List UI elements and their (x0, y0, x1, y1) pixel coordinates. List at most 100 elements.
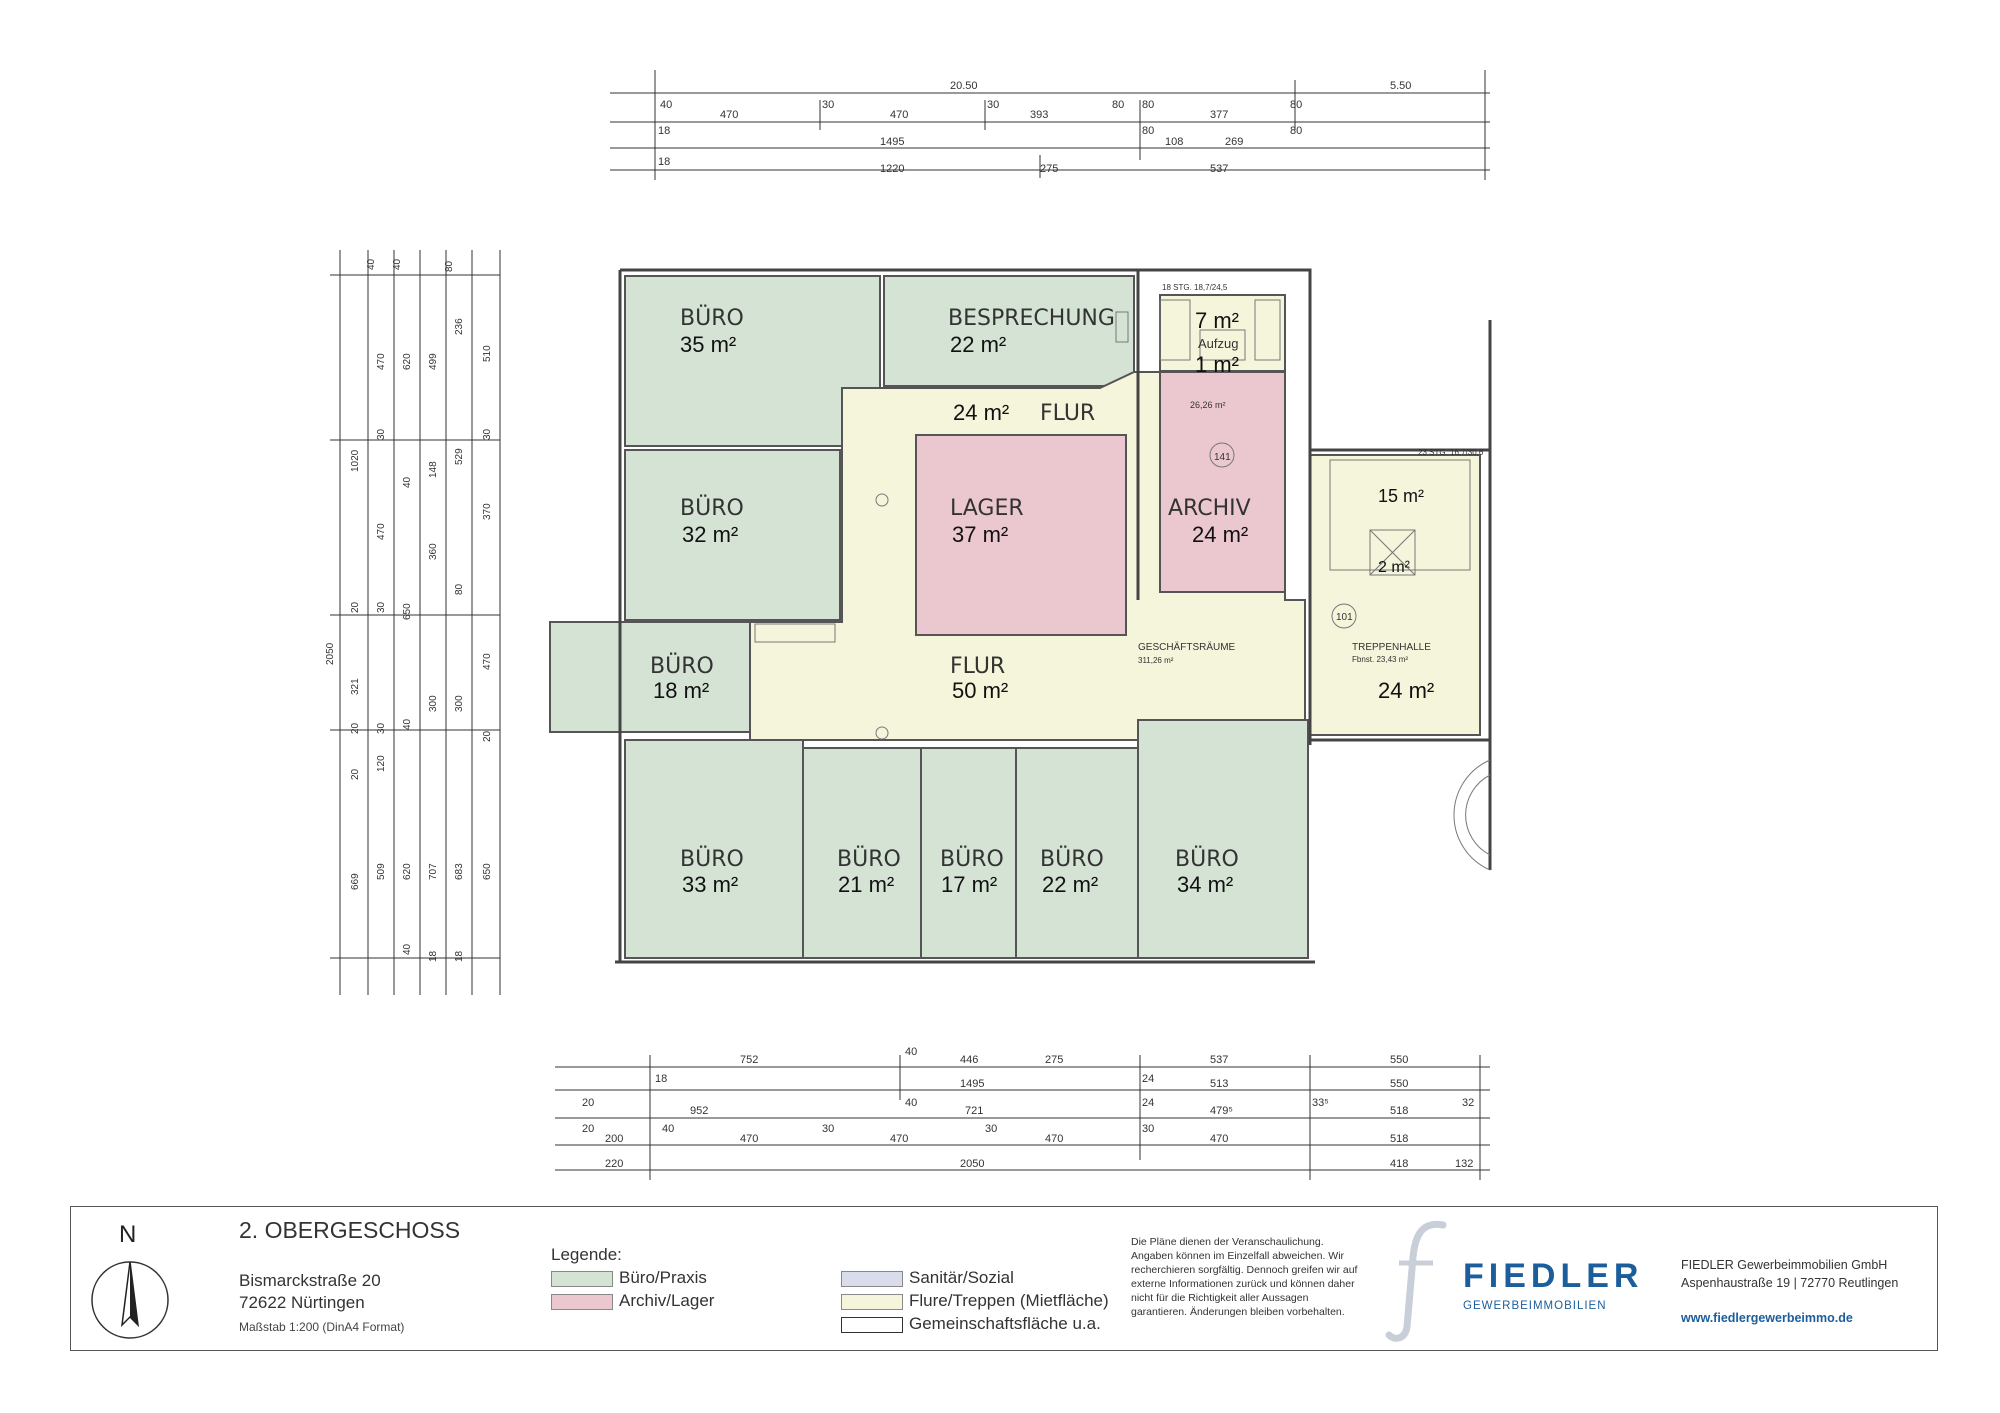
legend-swatch-sanitaer (841, 1271, 903, 1287)
company-name: FIEDLER Gewerbeimmobilien GmbH (1681, 1258, 1888, 1272)
address-line1: Bismarckstraße 20 (239, 1271, 381, 1290)
room-fills (549, 275, 1481, 959)
svg-text:80: 80 (1290, 99, 1302, 111)
svg-text:18: 18 (428, 950, 439, 962)
room-archiv (1159, 371, 1286, 593)
svg-text:2050: 2050 (960, 1158, 984, 1170)
legend-label: Sanitär/Sozial (909, 1268, 1014, 1287)
room-labels: BÜRO 35 m² BESPRECHUNG 22 m² BÜRO 32 m² … (650, 305, 1251, 897)
room-label: BÜRO (680, 495, 744, 521)
room-label: BÜRO (680, 305, 744, 331)
svg-text:275: 275 (1045, 1054, 1063, 1066)
svg-text:620: 620 (402, 353, 413, 370)
svg-text:30: 30 (987, 99, 999, 111)
stair-labels: 7 m² Aufzug 1 m² 15 m² 2 m² 24 m² 18 STG… (1138, 283, 1484, 703)
svg-text:5.50: 5.50 (1390, 80, 1411, 92)
room-area: 37 m² (952, 522, 1008, 547)
svg-text:30: 30 (376, 722, 387, 734)
svg-text:470: 470 (890, 109, 908, 121)
room-treppenhalle (1309, 454, 1481, 736)
room-buero-s1 (624, 739, 804, 959)
north-arrow-icon (91, 1261, 169, 1339)
svg-text:80: 80 (1290, 125, 1302, 137)
svg-text:1220: 1220 (880, 163, 904, 175)
company-url[interactable]: www.fiedlergewerbeimmo.de (1681, 1311, 1853, 1325)
svg-text:80: 80 (454, 583, 465, 595)
svg-text:80: 80 (1142, 99, 1154, 111)
room-area: 33 m² (682, 872, 738, 897)
svg-text:20.50: 20.50 (950, 80, 978, 92)
svg-text:30: 30 (822, 1123, 834, 1135)
svg-text:24 m²: 24 m² (1378, 678, 1434, 703)
svg-text:80: 80 (1112, 99, 1124, 111)
top-dimensions (610, 70, 1490, 180)
svg-text:470: 470 (1210, 1133, 1228, 1145)
svg-text:23 STG. 16,7/30,6: 23 STG. 16,7/30,6 (1418, 448, 1484, 457)
svg-text:683: 683 (454, 863, 465, 880)
svg-text:1020: 1020 (350, 449, 361, 472)
svg-text:236: 236 (454, 318, 465, 335)
svg-text:40: 40 (662, 1123, 674, 1135)
svg-text:393: 393 (1030, 109, 1048, 121)
svg-text:620: 620 (402, 863, 413, 880)
address-line2: 72622 Nürtingen (239, 1293, 365, 1312)
svg-text:321: 321 (350, 678, 361, 695)
room-area: 21 m² (838, 872, 894, 897)
svg-text:470: 470 (376, 523, 387, 540)
svg-text:18 STG. 18,7/24,5: 18 STG. 18,7/24,5 (1162, 283, 1228, 292)
svg-text:669: 669 (350, 873, 361, 890)
svg-text:275: 275 (1040, 163, 1058, 175)
svg-text:40: 40 (366, 258, 377, 270)
svg-text:GESCHÄFTSRÄUME: GESCHÄFTSRÄUME (1138, 641, 1236, 653)
svg-text:1 m²: 1 m² (1195, 352, 1239, 377)
disclaimer-text: Die Pläne dienen der Veranschaulichung. … (1131, 1236, 1358, 1318)
room-area: 24 m² (953, 400, 1009, 425)
svg-text:550: 550 (1390, 1078, 1408, 1090)
left-dimensions (330, 250, 501, 995)
svg-text:18: 18 (658, 156, 670, 168)
room-area: 32 m² (682, 522, 738, 547)
svg-text:650: 650 (482, 863, 493, 880)
floor-title: 2. OBERGESCHOSS (239, 1217, 461, 1243)
svg-text:269: 269 (1225, 136, 1243, 148)
svg-text:952: 952 (690, 1105, 708, 1117)
svg-text:370: 370 (482, 503, 493, 520)
floor-plan: 20.50 5.50 40 470 30 470 30 393 80 80 37… (325, 70, 1492, 1180)
room-lager (915, 434, 1127, 636)
room-buero-s5 (1137, 719, 1309, 959)
svg-text:510: 510 (482, 345, 493, 362)
svg-text:20: 20 (350, 601, 361, 613)
svg-text:470: 470 (482, 653, 493, 670)
svg-text:40: 40 (905, 1046, 917, 1058)
svg-text:20: 20 (582, 1123, 594, 1135)
svg-text:30: 30 (822, 99, 834, 111)
svg-text:20: 20 (350, 722, 361, 734)
brand-name: FIEDLER (1463, 1257, 1644, 1295)
fiedler-logo-icon (1385, 1220, 1447, 1342)
svg-text:40: 40 (392, 258, 403, 270)
legend-swatch-archiv (551, 1294, 613, 1310)
svg-text:377: 377 (1210, 109, 1228, 121)
svg-text:18: 18 (655, 1073, 667, 1085)
svg-text:499: 499 (428, 353, 439, 370)
svg-text:300: 300 (428, 695, 439, 712)
svg-text:518: 518 (1390, 1105, 1408, 1117)
svg-text:141: 141 (1214, 452, 1231, 463)
svg-text:80: 80 (1142, 125, 1154, 137)
svg-text:101: 101 (1336, 612, 1353, 623)
legend-label: Flure/Treppen (Mietfläche) (909, 1291, 1109, 1310)
svg-text:30: 30 (985, 1123, 997, 1135)
svg-text:80: 80 (444, 260, 455, 272)
brand-sub: GEWERBEIMMOBILIEN (1463, 1300, 1607, 1312)
room-label: BÜRO (680, 846, 744, 872)
north-label: N (119, 1221, 137, 1248)
room-area: 18 m² (653, 678, 709, 703)
top-dim-labels: 20.50 5.50 40 470 30 470 30 393 80 80 37… (658, 80, 1411, 175)
svg-text:721: 721 (965, 1105, 983, 1117)
svg-text:360: 360 (428, 543, 439, 560)
legend-swatch-buero (551, 1271, 613, 1287)
room-label: BÜRO (837, 846, 901, 872)
room-buero-nw (624, 275, 881, 447)
svg-text:470: 470 (720, 109, 738, 121)
svg-text:311,26 m²: 311,26 m² (1138, 656, 1174, 665)
